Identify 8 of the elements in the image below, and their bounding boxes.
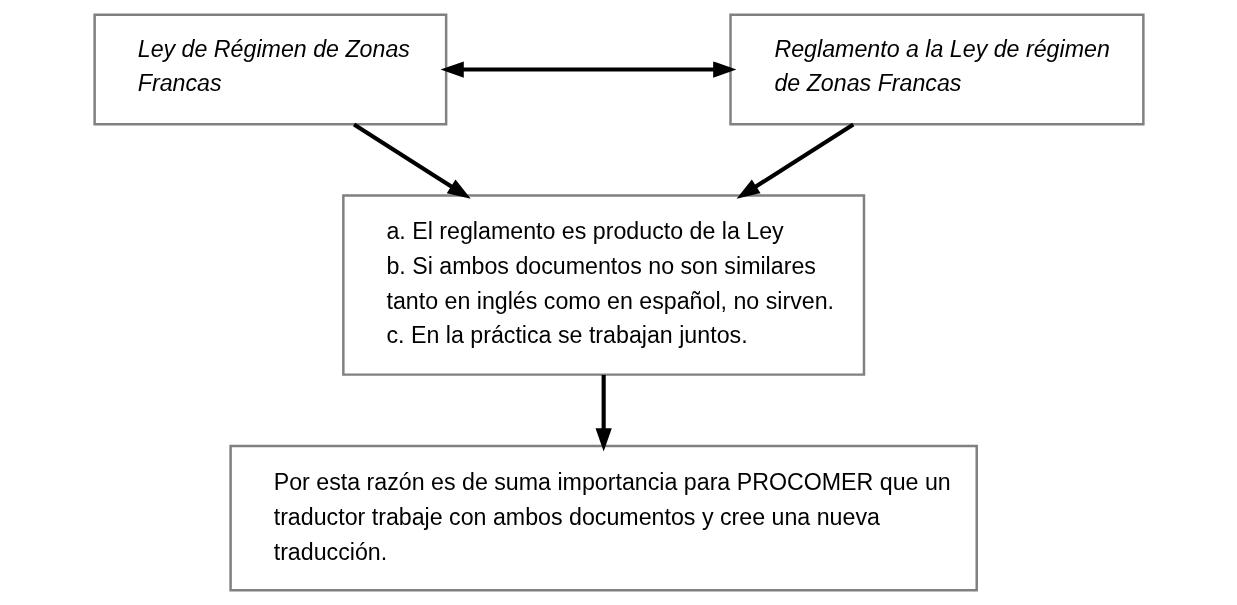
arrow: [440, 61, 736, 78]
node-box: Por esta razón es de suma importancia para PROCOMER que un traductor trabaje con ambos documentos y cree una nueva traducción.: [228, 444, 978, 592]
node-box: Ley de Régimen de Zonas Francas: [92, 13, 447, 126]
arrow: [352, 122, 471, 199]
node-box: Reglamento a la Ley de régimen de Zonas Francas: [728, 13, 1145, 126]
node-box: a. El reglamento es producto de la Ley b. Si ambos documentos no son similares tanto en inglés como en español, no sirven. c. En la práctica se trabajan juntos.: [341, 194, 865, 376]
arrow: [595, 374, 612, 452]
arrow: [736, 122, 854, 199]
